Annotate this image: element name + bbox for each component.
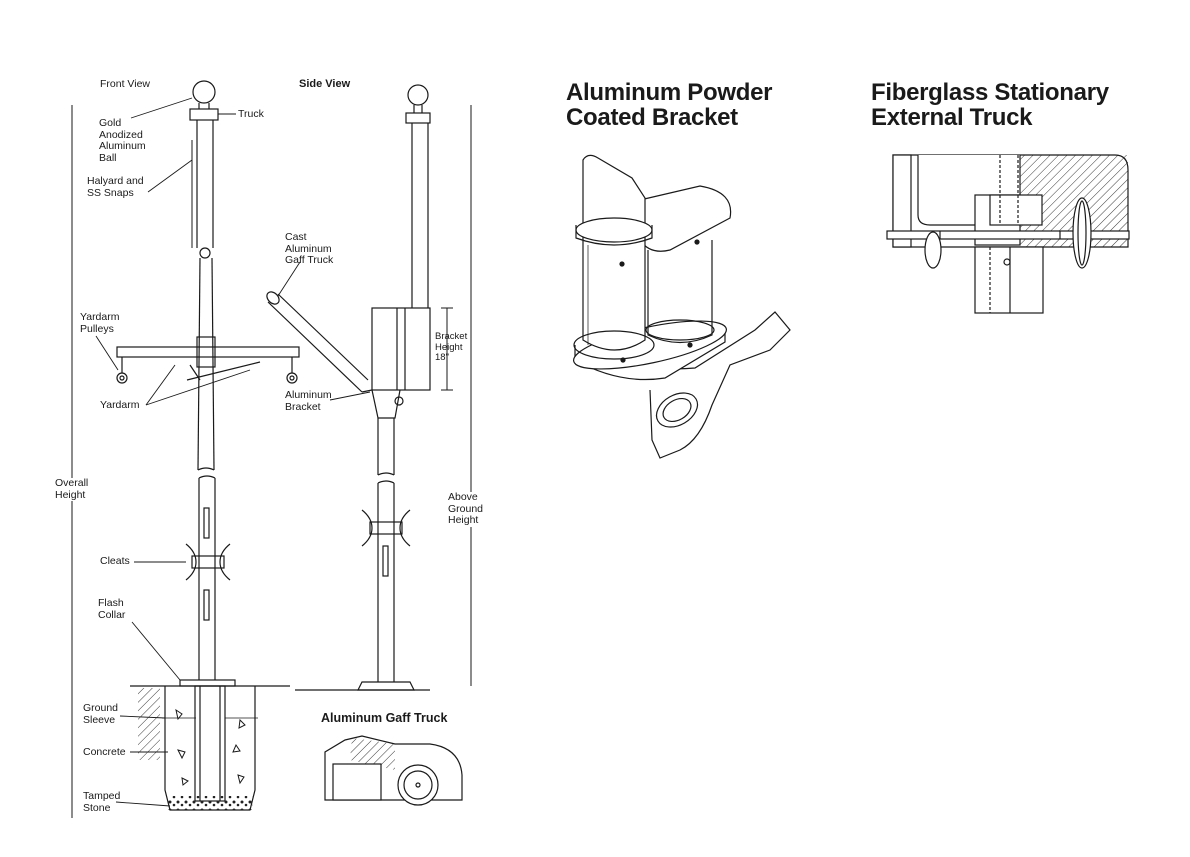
- ground-sleeve-label: Ground Sleeve: [83, 702, 119, 726]
- side-view-title: Side View: [299, 78, 351, 90]
- concrete-label: Concrete: [83, 746, 126, 758]
- tamped-stone-label: Tamped Stone: [83, 790, 121, 814]
- cleats-label: Cleats: [100, 555, 130, 567]
- overall-height-label: Overall Height: [55, 477, 89, 501]
- foundation: [130, 685, 290, 811]
- truck-detail-title: Fiberglass Stationary External Truck: [871, 79, 1109, 131]
- bracket-illustration: [573, 154, 791, 459]
- side-view-pole: [266, 84, 472, 691]
- front-leaders: [95, 97, 251, 807]
- truck-illustration: [886, 154, 1130, 314]
- front-view-title: Front View: [100, 78, 150, 90]
- gaff-truck-detail-title: Aluminum Gaff Truck: [321, 711, 448, 725]
- gaff-truck-detail: [324, 735, 463, 806]
- yardarm-label: Yardarm: [100, 399, 140, 411]
- yardarm-pulleys-label: Yardarm Pulleys: [80, 311, 120, 335]
- front-view-pole: [71, 80, 300, 818]
- ball-label: Gold Anodized Aluminum Ball: [99, 117, 146, 164]
- halyard-label: Halyard and SS Snaps: [87, 175, 144, 199]
- flash-collar-label: Flash Collar: [98, 597, 126, 621]
- truck-label: Truck: [238, 108, 264, 120]
- above-ground-height-label: Above Ground Height: [448, 491, 484, 527]
- gaff-truck-label: Cast Aluminum Gaff Truck: [285, 231, 334, 266]
- aluminum-bracket-label: Aluminum Bracket: [285, 389, 332, 413]
- bracket-detail-title: Aluminum Powder Coated Bracket: [566, 79, 773, 131]
- bracket-height-label: Bracket Height 18": [435, 331, 468, 363]
